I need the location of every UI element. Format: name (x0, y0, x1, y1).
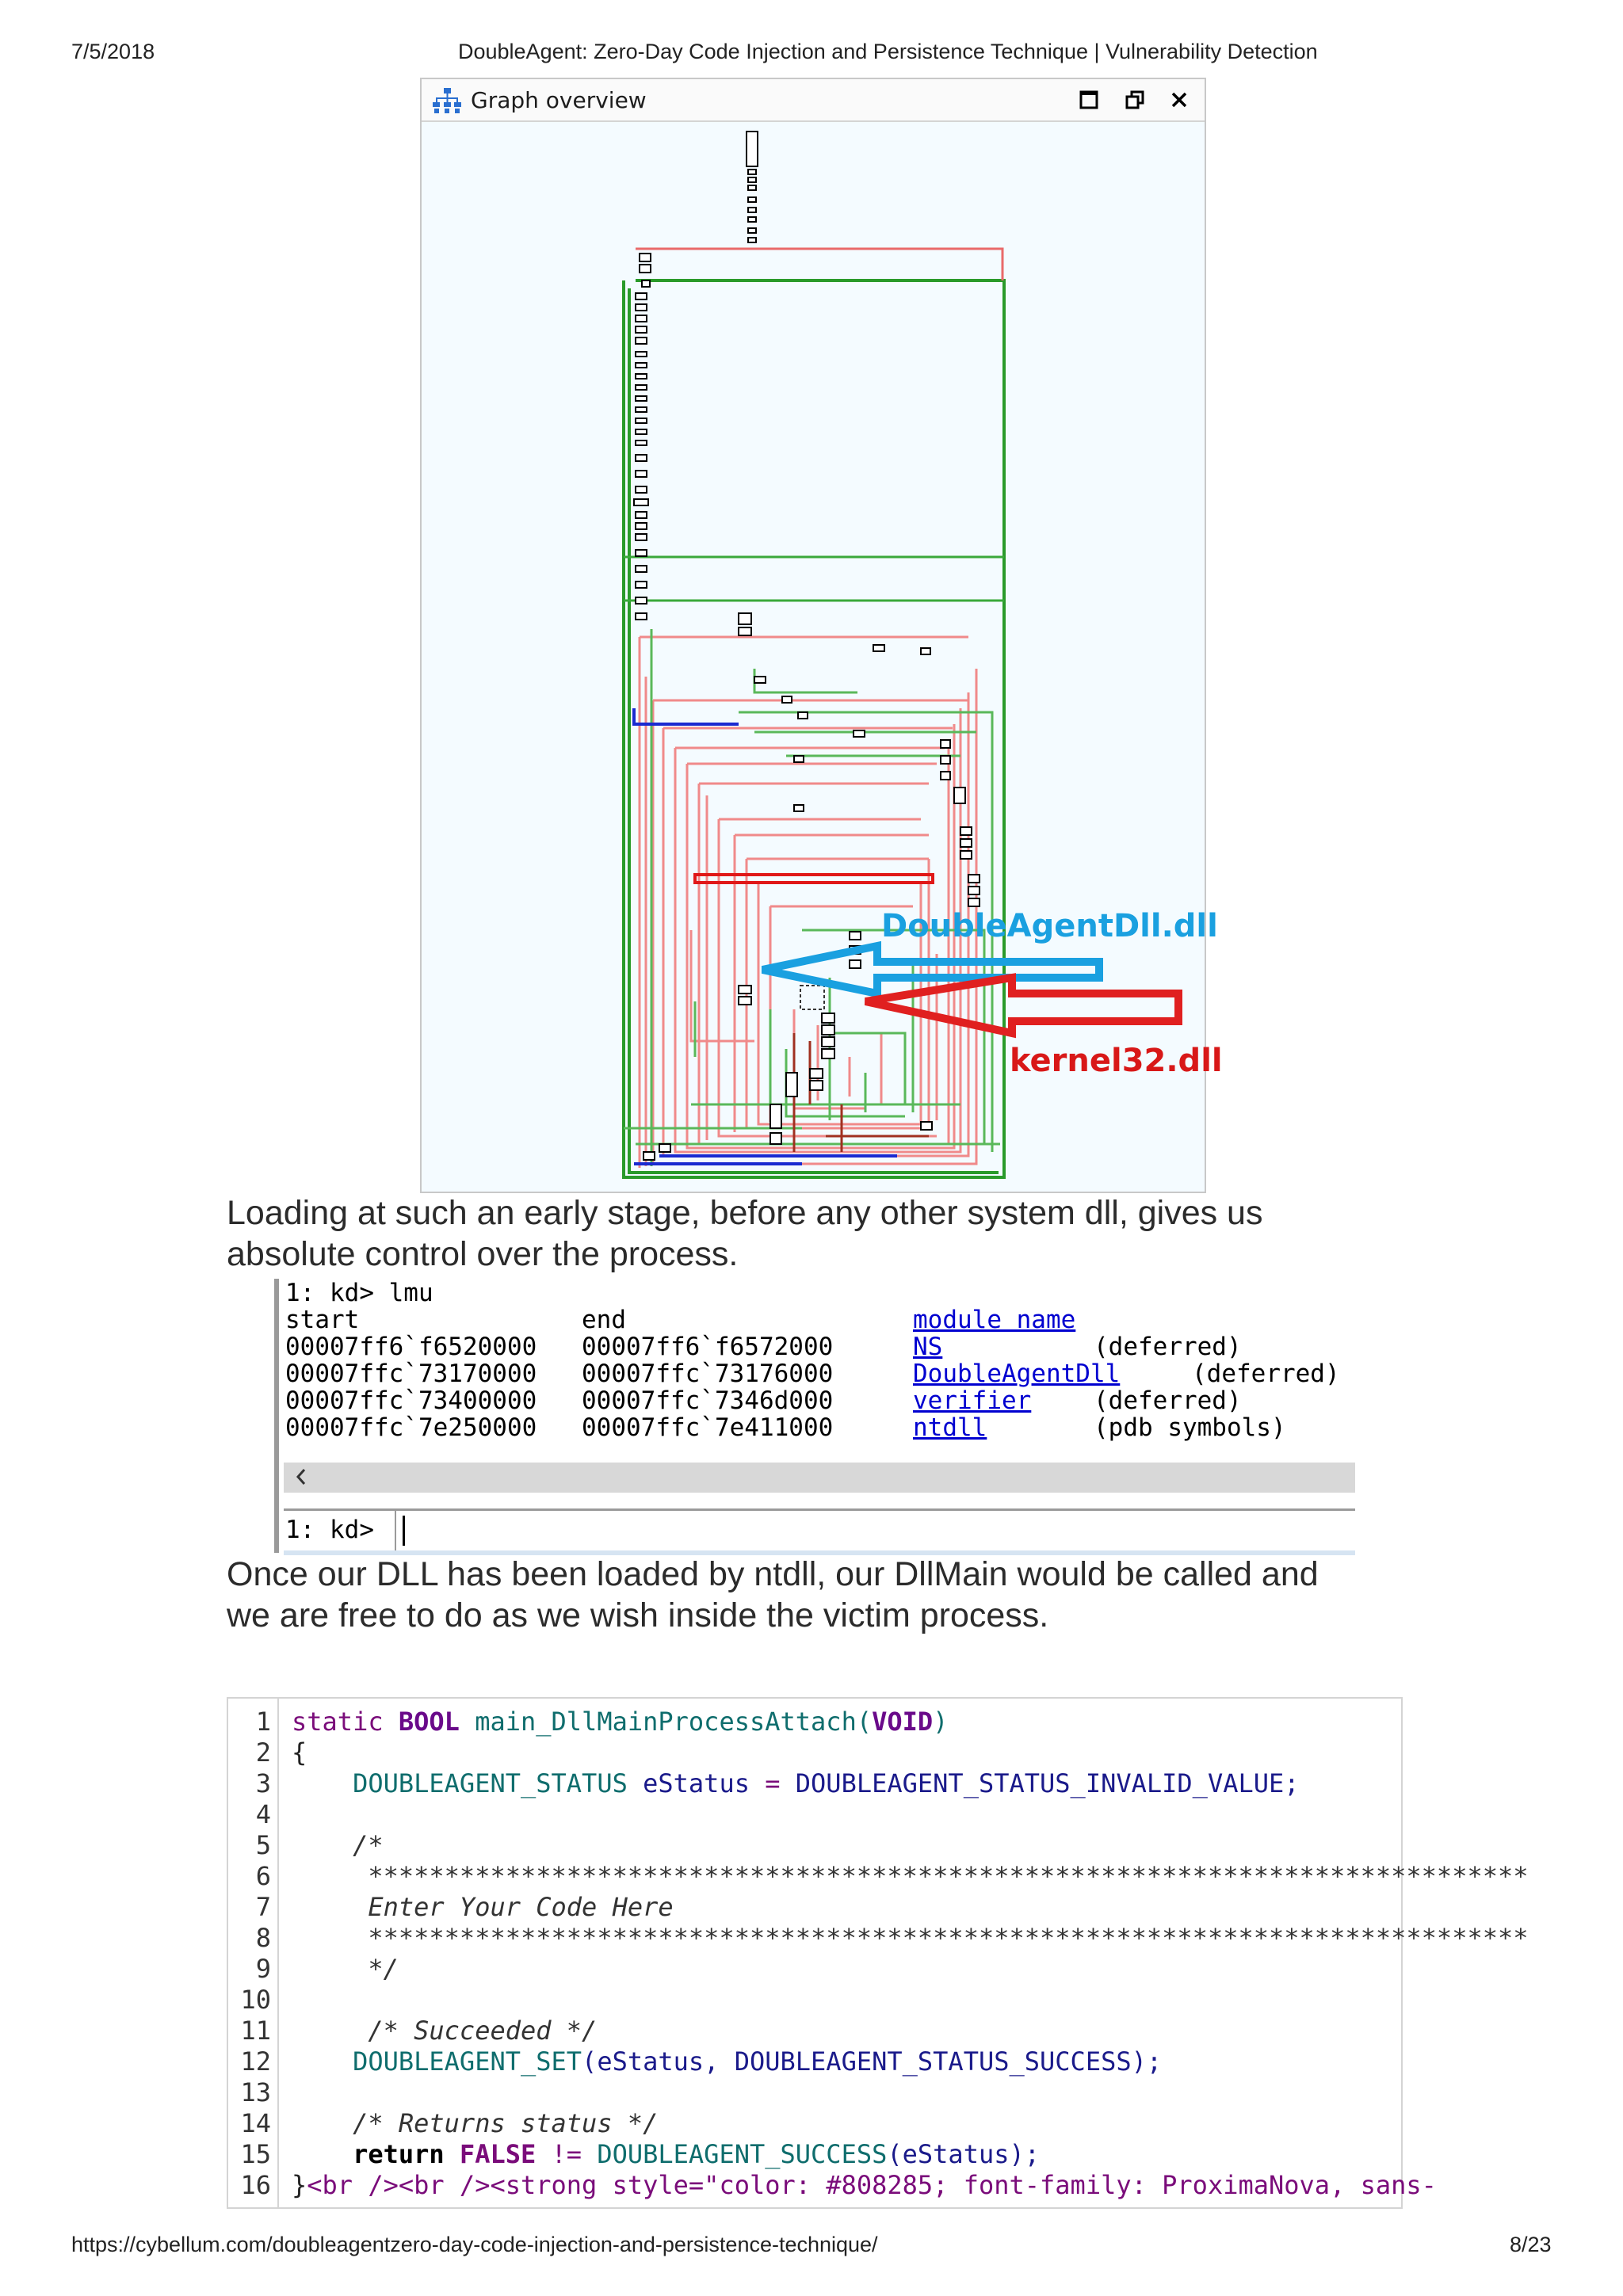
module-link-doubleagentdll[interactable]: DoubleAgentDll (913, 1360, 1121, 1388)
line-number: 8 (255, 1923, 271, 1953)
code-token: DOUBLEAGENT_STATUS_INVALID_VALUE; (780, 1768, 1300, 1798)
code-line: { (292, 1737, 307, 1768)
module-link-ntdll[interactable]: ntdll (913, 1413, 987, 1442)
row-start: 00007ffc`7e250000 (285, 1413, 537, 1442)
code-token: DOUBLEAGENT_SET (292, 2046, 582, 2077)
page-title: DoubleAgent: Zero-Day Code Injection and… (458, 40, 1318, 63)
doubleagentdll-label: DoubleAgentDll.dll (881, 908, 1218, 944)
paragraph-line: we are free to do as we wish inside the … (227, 1596, 1049, 1634)
line-number: 16 (240, 2170, 271, 2200)
text-cursor (403, 1516, 405, 1546)
line-number: 12 (240, 2046, 271, 2077)
paragraph-line: Once our DLL has been loaded by ntdll, o… (227, 1555, 1319, 1593)
line-number: 13 (240, 2077, 271, 2107)
code-token: DOUBLEAGENT_STATUS (292, 1768, 628, 1798)
code-line: /* Returns status */ (292, 2108, 659, 2138)
row-start: 00007ffc`73170000 (285, 1360, 537, 1388)
scroll-left-icon[interactable] (295, 1467, 307, 1490)
graph-title: Graph overview (471, 87, 647, 113)
line-number: 4 (255, 1799, 271, 1829)
horizontal-scrollbar[interactable] (284, 1463, 1355, 1493)
row-end: 00007ffc`73176000 (582, 1360, 834, 1388)
row-end: 00007ff6`f6572000 (582, 1333, 834, 1361)
code-token: DOUBLEAGENT_SUCCESS (597, 2139, 888, 2169)
line-number: 11 (240, 2016, 271, 2046)
code-token: <br /><br /><strong style="color: #80828… (307, 2170, 1437, 2200)
row-status: (deferred) (1192, 1360, 1340, 1388)
close-button[interactable] (1163, 84, 1195, 116)
col-module-name[interactable]: module name (913, 1306, 1076, 1334)
code-token: FALSE (444, 2139, 537, 2169)
code-line: */ (292, 1954, 399, 1984)
maximize-button[interactable] (1073, 84, 1105, 116)
code-token: VOID (872, 1707, 934, 1737)
paragraph-line: Loading at such an early stage, before a… (227, 1194, 1263, 1232)
line-number: 9 (255, 1954, 271, 1984)
code-line: }<br /><br /><strong style="color: #8082… (292, 2170, 1437, 2200)
code-line: ****************************************… (292, 1861, 1529, 1891)
line-number-gutter: 1 2 3 4 5 6 7 8 9 10 11 12 13 14 15 16 (228, 1699, 279, 2207)
col-end: end (582, 1306, 626, 1334)
line-number: 1 (255, 1707, 271, 1737)
col-start: start (285, 1306, 360, 1334)
graph-icon (433, 87, 461, 118)
paragraph-early-loading: Loading at such an early stage, before a… (227, 1192, 1415, 1275)
code-line: DOUBLEAGENT_SET(eStatus, DOUBLEAGENT_STA… (292, 2046, 1162, 2077)
kd-debugger-output: 1: kd> lmu start end module name 00007ff… (274, 1279, 1360, 1555)
kernel32-label: kernel32.dll (1010, 1043, 1223, 1079)
code-token: BOOL (398, 1707, 460, 1737)
line-number: 2 (255, 1737, 271, 1768)
graph-overview-window: Graph overview (420, 78, 1223, 1193)
code-line: static BOOL main_DllMainProcessAttach(VO… (292, 1707, 948, 1737)
footer-page-number: 8/23 (1510, 2233, 1552, 2256)
code-token: static (292, 1707, 399, 1737)
code-token: != (536, 2139, 598, 2169)
paragraph-line: absolute control over the process. (227, 1235, 739, 1273)
code-line: /* (292, 1830, 384, 1860)
code-token: return (292, 2139, 445, 2169)
line-number: 10 (240, 1985, 271, 2015)
kd-command-input[interactable]: 1: kd> (284, 1508, 1355, 1555)
code-token: ) (933, 1707, 949, 1737)
row-start: 00007ffc`73400000 (285, 1386, 537, 1415)
code-line: ****************************************… (292, 1923, 1529, 1953)
code-token: (eStatus, DOUBLEAGENT_STATUS_SUCCESS); (582, 2046, 1163, 2077)
row-end: 00007ffc`7e411000 (582, 1413, 834, 1442)
control-flow-graph: DoubleAgentDll.dll kernel32.dll (622, 131, 1223, 1179)
code-line: DOUBLEAGENT_STATUS eStatus = DOUBLEAGENT… (292, 1768, 1300, 1798)
line-number: 15 (240, 2139, 271, 2169)
row-status: (deferred) (1094, 1386, 1242, 1415)
kd-command: 1: kd> lmu (285, 1279, 433, 1307)
row-end: 00007ffc`7346d000 (582, 1386, 834, 1415)
row-status: (pdb symbols) (1094, 1413, 1286, 1442)
code-token: = (765, 1768, 781, 1798)
code-token: eStatus (627, 1768, 766, 1798)
module-link-verifier[interactable]: verifier (913, 1386, 1032, 1415)
line-number: 5 (255, 1830, 271, 1860)
line-number: 7 (255, 1892, 271, 1922)
code-line: return FALSE != DOUBLEAGENT_SUCCESS(eSta… (292, 2139, 1040, 2169)
code-token: main_DllMainProcessAttach( (459, 1707, 873, 1737)
code-line: /* Succeeded */ (292, 2016, 598, 2046)
footer-url: https://cybellum.com/doubleagentzero-day… (71, 2233, 878, 2256)
row-start: 00007ff6`f6520000 (285, 1333, 537, 1361)
module-link-ns[interactable]: NS (913, 1333, 943, 1361)
code-block: 1 2 3 4 5 6 7 8 9 10 11 12 13 14 15 16 s… (227, 1697, 1529, 2209)
code-token: } (292, 2170, 307, 2200)
code-line: Enter Your Code Here (292, 1892, 674, 1922)
code-token: (eStatus); (887, 2139, 1041, 2169)
line-number: 6 (255, 1861, 271, 1891)
graph-titlebar: Graph overview (422, 79, 1205, 122)
paragraph-dllmain: Once our DLL has been loaded by ntdll, o… (227, 1554, 1415, 1636)
restore-button[interactable] (1119, 84, 1151, 116)
print-date: 7/5/2018 (71, 40, 155, 63)
kd-prompt: 1: kd> (285, 1516, 374, 1544)
line-number: 14 (240, 2108, 271, 2138)
row-status: (deferred) (1094, 1333, 1242, 1361)
line-number: 3 (255, 1768, 271, 1798)
prompt-divider (395, 1511, 396, 1550)
